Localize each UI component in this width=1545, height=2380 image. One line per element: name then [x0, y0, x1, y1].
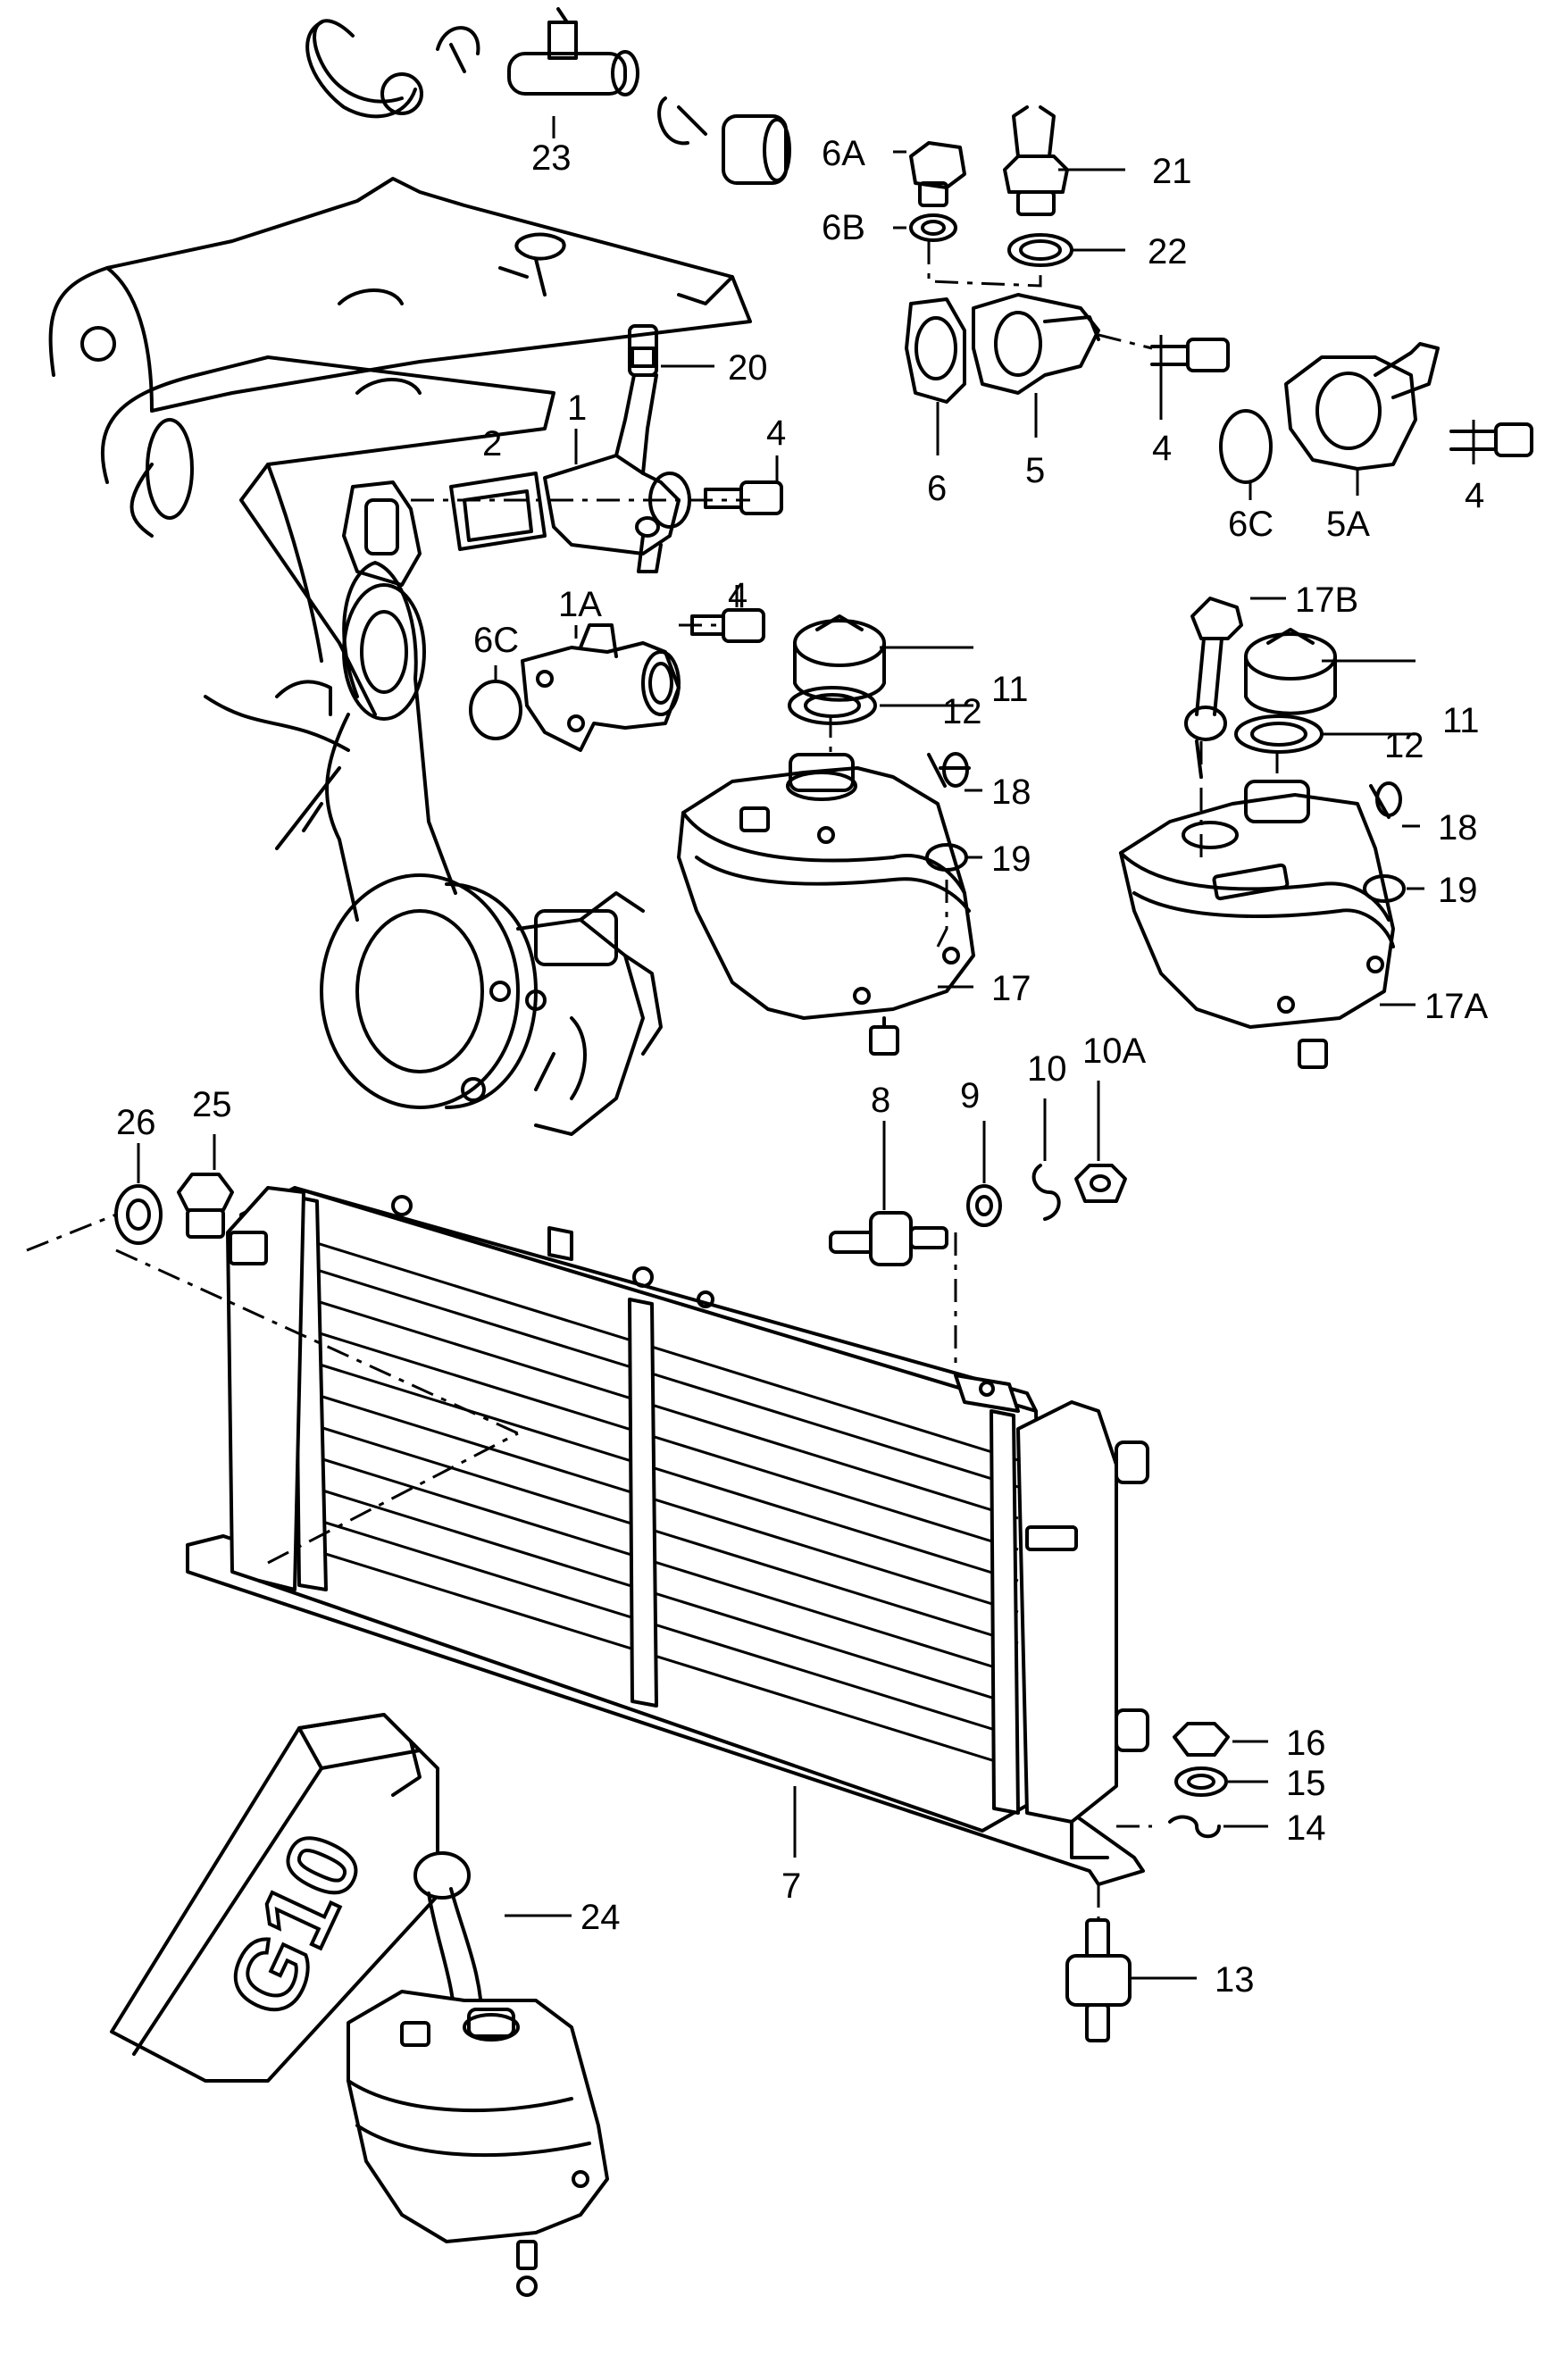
rubber-mount-8 — [1065, 1918, 1132, 2042]
callout-19-a: 19 — [991, 839, 1031, 879]
callout-25: 25 — [192, 1085, 232, 1124]
callout-6: 6 — [927, 469, 947, 508]
callout-23: 23 — [531, 138, 572, 178]
callout-4-b: 4 — [1152, 429, 1172, 468]
callout-2: 2 — [482, 424, 502, 463]
nut-washer-clip — [1168, 1722, 1230, 1839]
flange-5a — [1284, 342, 1440, 471]
water-pump-assembly — [275, 561, 663, 1136]
callout-17: 17 — [991, 969, 1031, 1008]
thermostat-housing-1a — [521, 623, 681, 752]
callout-16-a: 12 — [942, 692, 982, 731]
callout-11: 10A — [1082, 1031, 1146, 1071]
callout-7: 7 — [781, 1866, 801, 1906]
callout-18-b: 18 — [1438, 808, 1478, 848]
callout-6a: 6A — [822, 134, 865, 173]
callout-14: 16 — [1286, 1724, 1326, 1763]
callout-labels: 23 6A 21 6B 22 20 1 2 4 4 6 5 4 6C 5A 4 … — [116, 134, 1488, 2000]
callout-17b: 17B — [1295, 580, 1358, 620]
callout-9: 8 — [871, 1081, 890, 1120]
expansion-tank-17a — [1119, 597, 1406, 1069]
callout-1: 1 — [567, 388, 587, 428]
callout-19-b: 19 — [1438, 871, 1478, 910]
callout-17a: 17A — [1424, 987, 1488, 1026]
callout-13: 15 — [1286, 1764, 1326, 1803]
callout-12: 14 — [1286, 1808, 1326, 1848]
callout-15-a: 11 — [991, 670, 1029, 709]
callout-4-a: 4 — [766, 413, 786, 453]
callout-18-a: 18 — [991, 772, 1031, 812]
mount-hardware — [829, 1164, 1127, 1266]
callout-16-b: 12 — [1384, 726, 1424, 765]
drain-plug — [114, 1173, 234, 1245]
callout-10a: 9 — [960, 1076, 980, 1115]
callout-21: 21 — [1152, 152, 1192, 191]
callout-20: 20 — [728, 348, 768, 388]
callout-5: 5 — [1025, 451, 1045, 490]
callout-10: 10 — [1027, 1049, 1067, 1089]
callout-8: 13 — [1215, 1960, 1255, 2000]
callout-4-c: 4 — [1465, 476, 1484, 515]
callout-6b: 6B — [822, 208, 865, 247]
callout-6c-b: 6C — [473, 621, 519, 660]
callout-26: 26 — [116, 1103, 156, 1142]
engine-block — [48, 177, 752, 752]
callout-1a: 1A — [558, 585, 602, 624]
callout-22: 22 — [1148, 232, 1188, 271]
assembly-lines — [26, 241, 1279, 1920]
flange-and-gasket — [905, 293, 1100, 404]
callout-6c-a: 6C — [1228, 505, 1274, 544]
thermostat-housing — [342, 324, 691, 587]
callout-5a: 5A — [1326, 505, 1370, 544]
bottom-expansion-tank — [347, 1990, 609, 2297]
o-rings — [469, 409, 1273, 740]
hose-assembly — [305, 7, 791, 185]
radiator — [186, 1186, 1149, 1886]
callout-4-d: 4 — [728, 576, 747, 615]
leader-lines — [137, 116, 1475, 1980]
callout-15-b: 11 — [1442, 701, 1480, 740]
sender-and-plug — [909, 105, 1073, 267]
callout-24: 24 — [580, 1898, 621, 1937]
expansion-tank-17 — [677, 614, 975, 1056]
